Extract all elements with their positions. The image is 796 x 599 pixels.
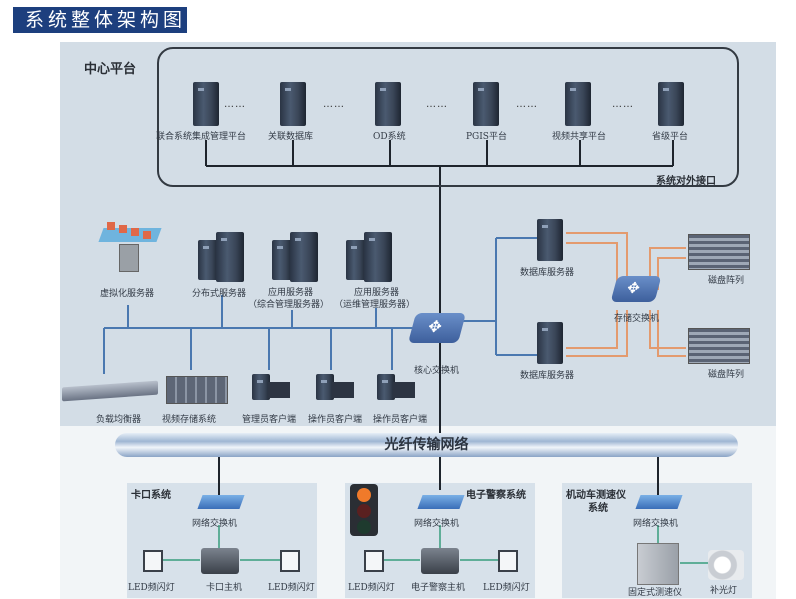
server-icon <box>272 240 292 280</box>
main-panel <box>60 42 776 426</box>
server-icon <box>216 232 244 282</box>
db-server-icon <box>537 322 563 364</box>
network-switch-label: 网络交换机 <box>633 519 679 529</box>
checkpoint-system-title: 卡口系统 <box>131 490 171 501</box>
storage-switch-label: 存储交换机 <box>614 314 660 324</box>
server-icon <box>346 240 366 280</box>
led-strobe-label: LED频闪灯 <box>483 583 530 593</box>
led-strobe-label: LED频闪灯 <box>268 583 315 593</box>
monitor-icon <box>332 382 354 398</box>
disk-array-icon <box>688 234 750 270</box>
network-switch-label: 网络交换机 <box>414 519 460 529</box>
ellipsis: …… <box>224 99 246 110</box>
server-icon <box>364 232 392 282</box>
led-strobe-icon <box>143 550 163 572</box>
network-switch-icon <box>417 495 465 509</box>
monitor-icon <box>393 382 415 398</box>
server-icon <box>280 82 306 126</box>
app-server-label: 应用服务器 <box>268 288 314 298</box>
operator-client-label: 操作员客户端 <box>373 415 428 425</box>
server-icon <box>198 240 218 280</box>
server-icon <box>473 82 499 126</box>
server-icon <box>193 82 219 126</box>
video-storage-label: 视频存储系统 <box>162 415 217 425</box>
arrows-icon: ✥ <box>425 317 445 336</box>
speed-system-title-line1: 机动车测速仪 <box>566 490 626 501</box>
app-server-sublabel: （综合管理服务器） <box>248 300 330 310</box>
led-strobe-icon <box>364 550 384 572</box>
led-strobe-icon <box>280 550 300 572</box>
operator-client-label: 操作员客户端 <box>308 415 363 425</box>
server-label: OD系统 <box>373 132 406 142</box>
ellipsis: …… <box>323 99 345 110</box>
arrows-icon: ✥ <box>624 279 643 297</box>
client-pc-icon <box>252 374 270 400</box>
speed-meter-label: 固定式测速仪 <box>628 588 683 598</box>
app-server-label: 应用服务器 <box>354 288 400 298</box>
server-label: 省级平台 <box>652 132 689 142</box>
network-switch-icon <box>635 495 683 509</box>
checkpoint-host-icon <box>201 548 239 574</box>
fill-light-icon <box>708 550 744 580</box>
app-server-sublabel: （运维管理服务器） <box>334 300 416 310</box>
db-server-label: 数据库服务器 <box>520 371 575 381</box>
core-switch-icon: ✥ <box>407 313 467 343</box>
fiber-network-bar: 光纤传输网络 <box>115 433 738 457</box>
virtualization-server-label: 虚拟化服务器 <box>100 289 155 299</box>
admin-client-label: 管理员客户端 <box>242 415 297 425</box>
led-strobe-label: LED频闪灯 <box>348 583 395 593</box>
fiber-network-label: 光纤传输网络 <box>384 437 469 453</box>
checkpoint-host-label: 卡口主机 <box>206 583 243 593</box>
disk-array-icon <box>688 328 750 364</box>
core-switch-label: 核心交换机 <box>414 366 460 376</box>
server-label: 关联数据库 <box>268 132 314 142</box>
e-police-host-icon <box>421 548 459 574</box>
load-balancer-label: 负载均衡器 <box>96 415 142 425</box>
server-icon <box>565 82 591 126</box>
e-police-system-title: 电子警察系统 <box>466 490 526 501</box>
virtualization-server-icon <box>98 222 162 272</box>
diagram-title: 系统整体架构图 <box>13 7 187 33</box>
monitor-icon <box>268 382 290 398</box>
video-storage-icon <box>166 376 228 404</box>
network-switch-label: 网络交换机 <box>192 519 238 529</box>
ellipsis: …… <box>516 99 538 110</box>
server-icon <box>658 82 684 126</box>
speed-system-title-line2: 系统 <box>588 503 608 514</box>
disk-array-label: 磁盘阵列 <box>708 276 745 286</box>
network-switch-icon <box>197 495 245 509</box>
server-icon <box>375 82 401 126</box>
server-icon <box>290 232 318 282</box>
e-police-host-label: 电子警察主机 <box>411 583 466 593</box>
server-label: 联合系统集成管理平台 <box>156 132 247 142</box>
center-platform-box <box>157 47 739 187</box>
client-pc-icon <box>316 374 334 400</box>
disk-array-label: 磁盘阵列 <box>708 370 745 380</box>
fill-light-label: 补光灯 <box>710 586 738 596</box>
storage-switch-icon: ✥ <box>610 276 662 302</box>
ellipsis: …… <box>426 99 448 110</box>
server-label: 视频共享平台 <box>552 132 607 142</box>
db-server-icon <box>537 219 563 261</box>
led-strobe-label: LED频闪灯 <box>128 583 175 593</box>
speed-meter-cabinet-icon <box>637 543 679 585</box>
distributed-server-label: 分布式服务器 <box>192 289 247 299</box>
db-server-label: 数据库服务器 <box>520 268 575 278</box>
center-platform-label: 中心平台 <box>84 62 137 77</box>
traffic-light-icon <box>350 484 378 536</box>
server-label: PGIS平台 <box>466 132 507 142</box>
led-strobe-icon <box>498 550 518 572</box>
ellipsis: …… <box>612 99 634 110</box>
external-interface-label: 系统对外接口 <box>656 176 716 187</box>
client-pc-icon <box>377 374 395 400</box>
